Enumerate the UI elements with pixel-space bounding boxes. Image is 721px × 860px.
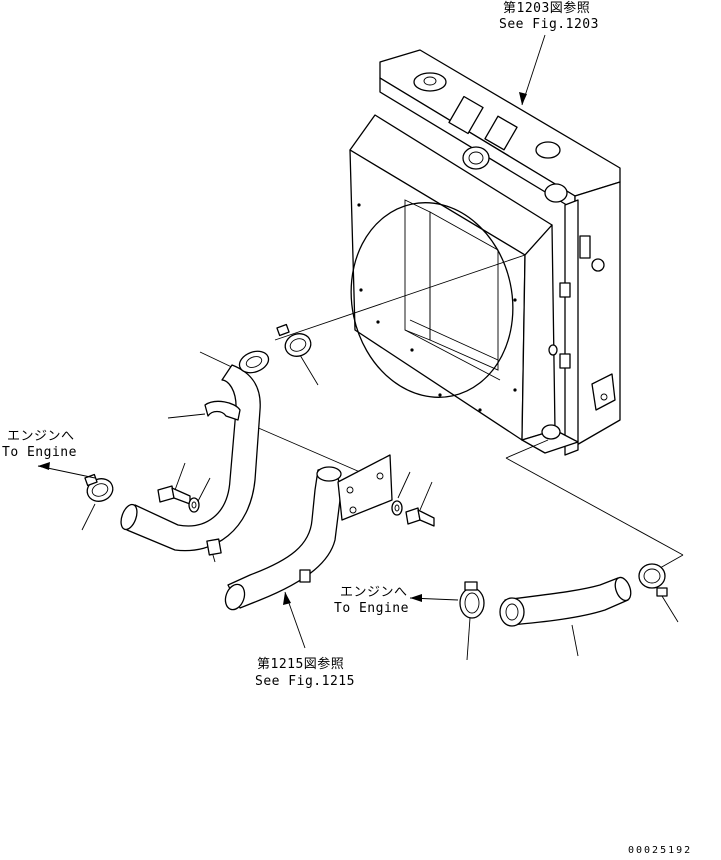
lower-pipe-assembly [224,454,393,611]
arrow-engine-mid-head [410,594,422,602]
leader-lower-hose [571,624,579,657]
arrow-ref-top-line [521,34,546,106]
fasteners [157,485,435,527]
lower-hose-assembly [499,576,632,627]
fan-opening-ring [350,202,514,398]
core-inner-lip [409,319,499,361]
engine-left-en: To Engine [2,445,77,460]
pipe-mount-bracket [337,454,393,521]
side-grommet [591,258,605,272]
hose-clamps [84,323,668,619]
side-clip-a [559,282,571,298]
leader-clamp-right [661,595,679,623]
lower-hose-end-left [499,597,525,627]
leader-clamp-left [81,503,96,531]
hose-bracket-lower [206,538,222,556]
upper-hose-assembly [120,350,270,556]
leader-lines [81,254,684,661]
clamp-right [638,563,668,597]
annotation-labels: 第1203図参照 See Fig.1203 エンジンへ To Engine エン… [2,0,692,856]
radiator-side-strip [564,199,579,456]
sensor-cap [535,141,561,159]
leader-clamp-to-outlet [274,254,526,341]
leader-bolt-left [174,462,186,491]
clamp-middle-ring [459,587,485,619]
leader-lower-hose-line [505,457,684,556]
lower-pipe-top [316,466,342,482]
drain-plug [548,344,558,356]
lower-hose-end-right [614,576,632,602]
lower-outlet-stub [541,424,561,440]
top-bracket-b [484,115,518,151]
arrow-ref-bottom-head [283,592,291,605]
upper-hose-bore [245,356,263,368]
arrow-ref-top-head [519,92,527,105]
leader-washer-right [397,471,411,499]
engine-mid-jp: エンジンへ [340,585,408,600]
bolt-right [405,507,435,527]
leader-lower-hose-end [659,554,684,569]
clamp-middle [459,581,485,619]
upper-outlet-bore [468,151,484,165]
radiator-cap [413,72,447,92]
leader-clamp-upper [299,354,319,386]
leader-clip [167,413,206,419]
leader-lower-outlet [505,439,549,459]
leader-bolt-right [419,481,433,511]
upper-hose-outlet [120,503,138,531]
bracket-hole-b [376,472,384,480]
arrow-engine-left-head [38,462,50,470]
engine-left-jp: エンジンへ [7,429,75,444]
side-tab-upper [579,235,591,259]
pipe-bracket-lower [299,569,311,583]
side-clip-b [559,353,571,369]
lower-mount-bracket [591,373,616,411]
clamp-left [84,473,114,502]
ref-bottom-jp: 第1215図参照 [257,656,344,672]
bracket-hole-c [349,506,357,514]
lower-hose-bore [505,603,519,621]
engine-mid-en: To Engine [334,601,409,616]
core-inner-back [429,211,499,371]
lower-mount-hole [600,393,608,401]
leader-pipe-junction [239,419,361,473]
lower-pipe-end [224,583,246,611]
upper-hose-end [238,350,270,374]
washer-left [188,497,200,513]
radiator-cap-center [423,76,437,86]
ref-top-en: See Fig.1203 [499,17,599,32]
hose-clip [204,400,241,421]
ref-top-jp: 第1203図参照 [503,0,590,16]
leader-clamp-mid [466,617,471,661]
callout-arrows [37,34,546,649]
upper-outlet-stub [462,146,490,170]
upper-hose [126,364,261,552]
shroud-side-face [521,224,556,441]
radiator-assembly [349,49,621,456]
washer-right [391,500,403,516]
top-bracket-a [448,95,484,135]
bolt-left [157,485,191,505]
bracket-hole-a [346,486,354,494]
ref-bottom-en: See Fig.1215 [255,674,355,689]
drawing-code: 00025192 [628,845,692,856]
core-inner-bottom-edge [404,329,501,381]
shroud-bolts [357,203,517,412]
clamp-upper [276,323,312,357]
upper-right-stub [544,183,568,203]
